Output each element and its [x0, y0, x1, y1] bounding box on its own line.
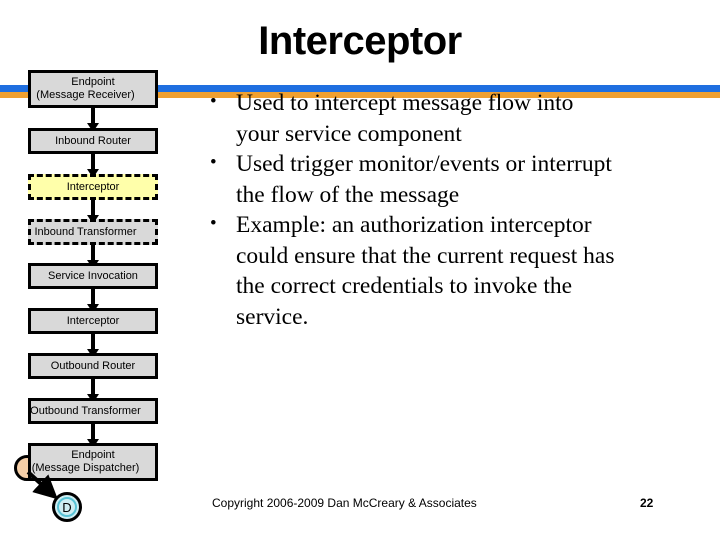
start-to-end-arrow-icon — [26, 470, 58, 500]
footer-copyright: Copyright 2006-2009 Dan McCreary & Assoc… — [212, 496, 477, 510]
flow-box-endpoint-receiver[interactable]: Endpoint (Message Receiver) — [28, 70, 158, 108]
flow-box-label: Outbound Transformer — [30, 404, 141, 417]
flow-box-inbound-router[interactable]: Inbound Router — [28, 128, 158, 154]
flow-box-service-invocation[interactable]: Service Invocation — [28, 263, 158, 289]
body-bullet-list: Used to intercept message flow into your… — [202, 87, 622, 332]
flow-arrow-7 — [87, 379, 99, 403]
flow-box-label-line1: Endpoint — [71, 76, 115, 88]
flow-arrow-5 — [87, 289, 99, 313]
flow-arrow-2 — [87, 154, 99, 178]
flow-box-inbound-transformer[interactable]: Inbound Transformer — [28, 219, 158, 245]
flow-box-interceptor-outbound[interactable]: Interceptor — [28, 308, 158, 334]
flow-box-label-line1: Endpoint — [71, 449, 115, 461]
flow-box-label: Inbound Transformer — [34, 225, 137, 238]
flow-box-label: Interceptor — [66, 314, 120, 327]
end-node-label: D — [57, 497, 77, 517]
flow-arrow-8 — [87, 424, 99, 448]
flow-box-outbound-router[interactable]: Outbound Router — [28, 353, 158, 379]
list-item: Used trigger monitor/events or interrupt… — [202, 148, 622, 210]
flow-arrow-1 — [87, 108, 99, 132]
end-node-circle[interactable]: D — [52, 492, 82, 522]
list-item: Example: an authorization interceptor co… — [202, 209, 622, 332]
flow-box-label-line2: (Message Receiver) — [36, 89, 135, 101]
flow-box-outbound-transformer[interactable]: Outbound Transformer — [28, 398, 158, 424]
flow-box-interceptor-inbound[interactable]: Interceptor — [28, 174, 158, 200]
flow-box-label-line2: (Message Dispatcher) — [31, 462, 140, 474]
flow-box-label: Outbound Router — [50, 359, 136, 372]
flow-box-label: Service Invocation — [48, 269, 138, 282]
flow-arrow-3 — [87, 200, 99, 224]
flow-box-label: Interceptor — [66, 180, 120, 193]
flow-arrow-6 — [87, 334, 99, 358]
flow-arrow-4 — [87, 245, 99, 269]
message-pipeline-diagram: Endpoint (Message Receiver) Inbound Rout… — [0, 0, 200, 540]
footer-page-number: 22 — [640, 496, 654, 510]
page-title: Interceptor — [258, 19, 462, 63]
flow-box-label: Inbound Router — [55, 134, 131, 147]
list-item: Used to intercept message flow into your… — [202, 87, 622, 149]
